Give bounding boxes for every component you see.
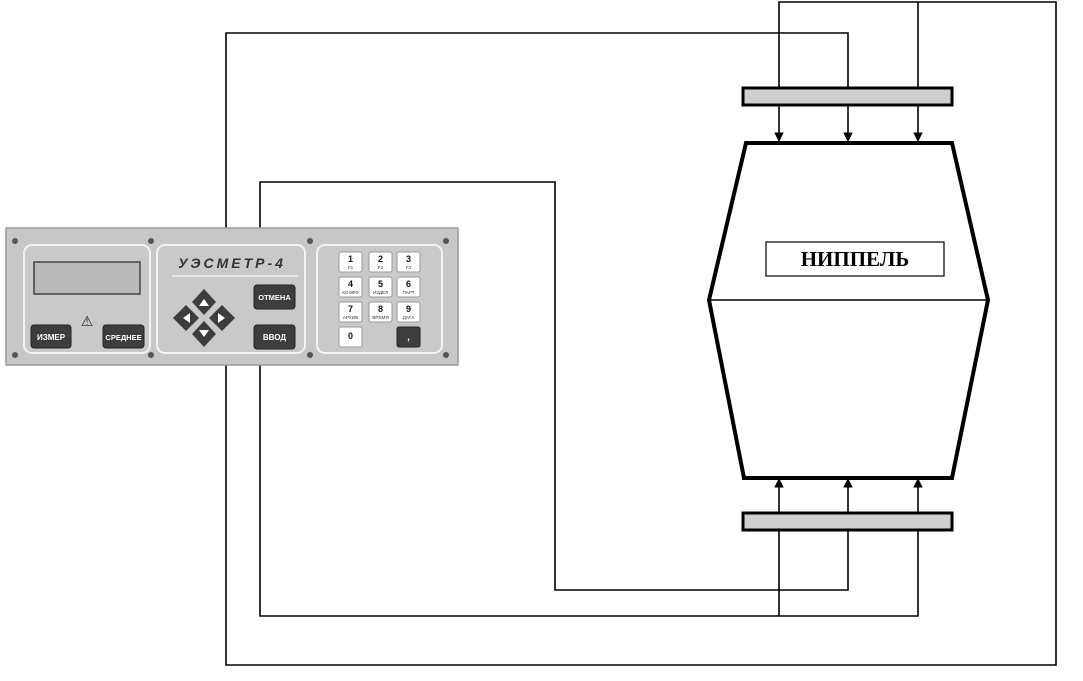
otmena-button-label: ОТМЕНА xyxy=(258,293,291,302)
key-digit-label: 1 xyxy=(348,254,353,264)
key-sub-label: АРХИВ xyxy=(343,315,358,320)
srednee-button[interactable]: СРЕДНЕЕ xyxy=(102,324,145,349)
screw-icon xyxy=(443,352,449,358)
screw-icon xyxy=(12,238,18,244)
vvod-button-label: ВВОД xyxy=(263,333,286,342)
srednee-button-label: СРЕДНЕЕ xyxy=(105,333,141,342)
part-label: НИППЕЛЬ xyxy=(801,247,910,271)
screw-icon xyxy=(148,238,154,244)
izmer-button[interactable]: ИЗМЕР xyxy=(30,324,72,349)
arrow-down-icon xyxy=(199,330,209,337)
nipple-part-body xyxy=(706,141,991,480)
key-sub-label: F3 xyxy=(406,265,412,270)
key-sub-label: F1 xyxy=(348,265,354,270)
key-digit-label: 9 xyxy=(406,304,411,314)
screw-icon xyxy=(443,238,449,244)
warning-icon: ⚠ xyxy=(81,313,94,329)
key-1[interactable]: 1F1 xyxy=(338,251,363,273)
izmer-button-label: ИЗМЕР xyxy=(37,333,66,342)
key-2[interactable]: 2F2 xyxy=(368,251,393,273)
key-digit-label: 4 xyxy=(348,279,353,289)
bottom-electrode xyxy=(741,511,954,532)
comma-key-label: , xyxy=(407,332,410,342)
wire-top-electrode-outer xyxy=(225,1,1057,666)
wire-bottom-loop xyxy=(259,365,919,617)
screw-icon xyxy=(307,352,313,358)
arrow-up-icon xyxy=(199,299,209,306)
vvod-button[interactable]: ВВОД xyxy=(253,324,296,350)
key-sub-label: ПАРТ xyxy=(402,290,414,295)
uesmeter-device: ⚠ ИЗМЕР СРЕДНЕЕ УЭСМЕТР-4 ОТМЕНА xyxy=(5,227,459,366)
device-title: УЭСМЕТР-4 xyxy=(178,255,286,271)
key-digit-label: 0 xyxy=(348,331,353,341)
device-display xyxy=(33,261,141,295)
key-sub-label: ДАТА xyxy=(403,315,415,320)
key-digit-label: 7 xyxy=(348,304,353,314)
dpad xyxy=(173,289,235,347)
key-sub-label: ВРЕМЯ xyxy=(372,315,388,320)
wire-inner-loop xyxy=(259,181,849,591)
key-digit-label: 5 xyxy=(378,279,383,289)
key-0[interactable]: 0 xyxy=(338,326,363,348)
top-electrode xyxy=(741,86,954,107)
arrow-right-icon xyxy=(218,313,225,323)
key-sub-label: F2 xyxy=(378,265,384,270)
wire-top-electrode-middle xyxy=(225,32,849,228)
key-digit-label: 6 xyxy=(406,279,411,289)
key-3[interactable]: 3F3 xyxy=(396,251,421,273)
key-digit-label: 8 xyxy=(378,304,383,314)
key-digit-label: 2 xyxy=(378,254,383,264)
screw-icon xyxy=(12,352,18,358)
screw-icon xyxy=(148,352,154,358)
otmena-button[interactable]: ОТМЕНА xyxy=(253,284,296,310)
screw-icon xyxy=(307,238,313,244)
arrow-left-icon xyxy=(183,313,190,323)
key-sub-label: ИЗДЕЛ xyxy=(373,290,388,295)
part-label-box xyxy=(765,241,945,277)
comma-key[interactable]: , xyxy=(396,326,421,348)
key-sub-label: КОЭФФ xyxy=(342,290,359,295)
numeric-keypad: 1F12F23F34КОЭФФ5ИЗДЕЛ6ПАРТ7АРХИВ8ВРЕМЯ9Д… xyxy=(338,251,421,348)
key-digit-label: 3 xyxy=(406,254,411,264)
